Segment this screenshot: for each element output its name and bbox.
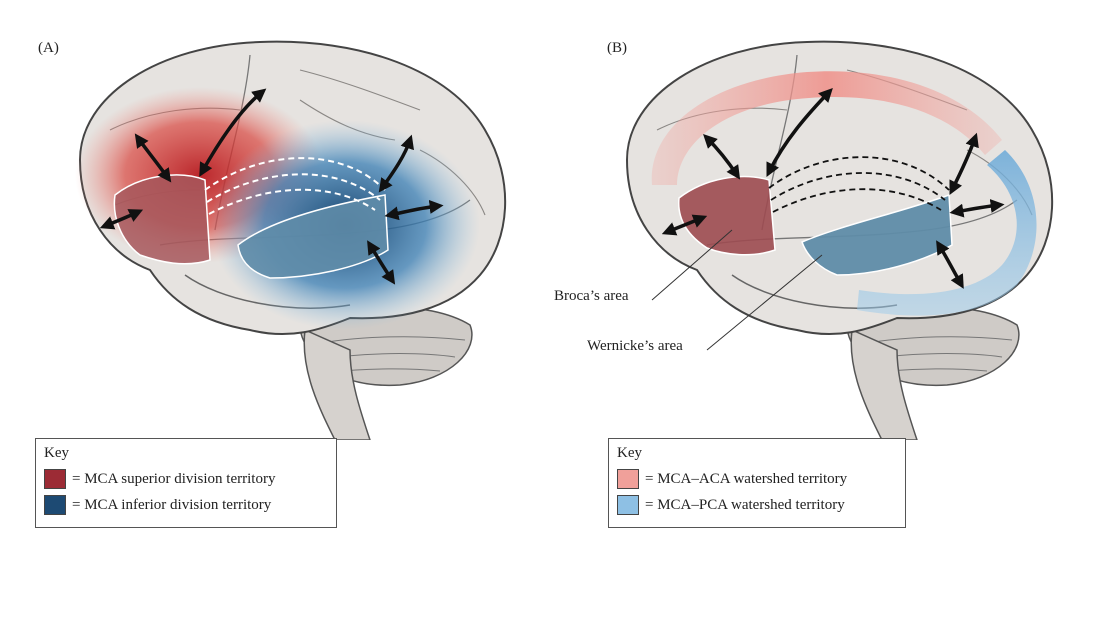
brain-illustration-a [75, 40, 507, 440]
key-a-row-superior: = MCA superior division territory [44, 466, 326, 492]
wernicke-area-a [237, 194, 389, 279]
panel-b-label: (B) [607, 40, 627, 56]
brainstem-b [850, 328, 918, 440]
key-b-title: Key [617, 445, 642, 461]
key-b-text-aca: = MCA–ACA watershed territory [645, 470, 848, 487]
panel-b: (B) [554, 0, 1114, 622]
arcuate-fasciculus-a [204, 157, 386, 215]
key-a-text-superior: = MCA superior division territory [72, 470, 276, 487]
brain-illustration-b [625, 40, 1054, 440]
arrows-a [99, 88, 444, 285]
mca-aca-watershed [651, 71, 1002, 185]
swatch-mca-inferior [44, 495, 66, 515]
wernicke-callout: Wernicke’s area [587, 338, 683, 354]
callout-lines [651, 229, 823, 351]
mca-pca-watershed [857, 150, 1037, 316]
panel-a-label: (A) [38, 40, 59, 56]
key-b-row-aca: = MCA–ACA watershed territory [617, 466, 895, 492]
key-a: Key = MCA superior division territory = … [35, 438, 337, 528]
swatch-mca-superior [44, 469, 66, 489]
key-b-text-pca: = MCA–PCA watershed territory [645, 496, 845, 513]
key-a-text-inferior: = MCA inferior division territory [72, 496, 272, 513]
broca-callout: Broca’s area [554, 288, 629, 304]
brainstem-a [303, 328, 371, 440]
wernicke-area-b [801, 193, 953, 276]
panel-a: (A) [35, 40, 507, 528]
swatch-mca-pca [617, 495, 639, 515]
key-a-row-inferior: = MCA inferior division territory [44, 492, 326, 518]
swatch-mca-aca [617, 469, 639, 489]
key-b: Key = MCA–ACA watershed territory = MCA–… [608, 438, 906, 528]
key-a-title: Key [44, 445, 69, 461]
key-b-row-pca: = MCA–PCA watershed territory [617, 492, 895, 518]
arrows-b [661, 87, 1005, 289]
